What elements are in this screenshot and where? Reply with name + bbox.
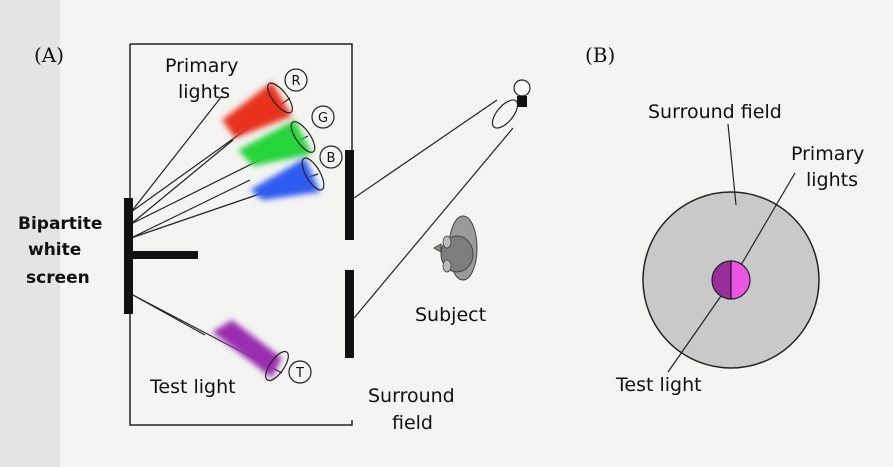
t-badge: T — [288, 360, 312, 384]
g-badge: G — [311, 105, 335, 129]
svg-text:G: G — [318, 111, 328, 126]
screen-divider — [130, 251, 198, 259]
screen-label-l1: Bipartite — [18, 214, 102, 234]
panel-b-primary-label-l2: lights — [806, 169, 858, 191]
surround-field-label-l2: field — [392, 412, 433, 434]
surround-slab-top — [345, 150, 354, 240]
page-shadow — [0, 0, 60, 467]
blue-primary-light — [250, 157, 325, 200]
panel-b-surround-label: Surround field — [648, 101, 782, 123]
bipartite-field — [711, 260, 751, 300]
primary-lights-label-l2: lights — [178, 81, 230, 103]
screen-label-l3: screen — [26, 268, 90, 288]
svg-text:B: B — [327, 151, 336, 166]
bipartite-screen — [124, 198, 133, 314]
panel-a-label: (A) — [34, 43, 64, 67]
panel-b-label: (B) — [585, 43, 615, 67]
primary-lights-label-l1: Primary — [165, 55, 238, 77]
b-badge: B — [319, 145, 343, 169]
surround-slab-bottom — [345, 270, 354, 358]
green-primary-light — [238, 120, 316, 166]
test-light-source — [212, 320, 289, 382]
subject-label: Subject — [415, 304, 486, 326]
panel-b-primary-label-l1: Primary — [791, 143, 864, 165]
surround-projector — [353, 99, 519, 319]
svg-text:R: R — [291, 74, 300, 89]
apparatus-frame — [129, 43, 353, 426]
red-primary-light — [222, 82, 293, 138]
bulb-icon — [513, 79, 531, 107]
svg-text:T: T — [295, 366, 304, 381]
panel-b-test-light-label: Test light — [615, 374, 702, 396]
subject-head-icon — [432, 215, 478, 281]
surround-field-label-l1: Surround — [368, 385, 455, 407]
test-light-label: Test light — [149, 376, 236, 398]
panel-b-leader-lines — [667, 123, 796, 373]
screen-label-l2: white — [28, 240, 81, 260]
r-badge: R — [284, 68, 308, 92]
